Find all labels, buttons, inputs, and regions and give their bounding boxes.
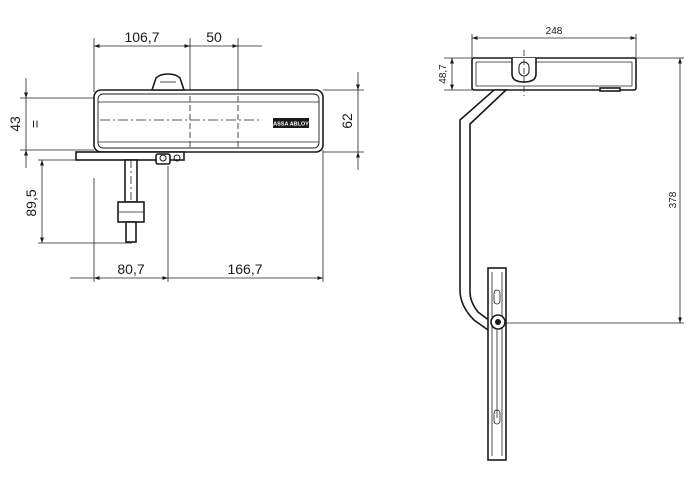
dim-width-left: 106,7 xyxy=(124,29,159,45)
dim-offset-right: 166,7 xyxy=(227,261,262,277)
spindle-end xyxy=(125,221,137,243)
svg-text:ASSA ABLOY: ASSA ABLOY xyxy=(273,122,309,128)
dim-width-right: 50 xyxy=(206,29,222,45)
dim-height-total: 378 xyxy=(668,191,679,208)
brand-logo xyxy=(273,118,309,128)
dim-offset-left: 80,7 xyxy=(117,261,144,277)
front-view: ASSA ABLOY 106,7 50 80,7 166,7 43 = 89,5… xyxy=(7,29,364,282)
closer-body-side xyxy=(471,57,637,91)
dim-height-left: 43 xyxy=(7,116,23,132)
dim-height-right: 62 xyxy=(339,113,355,129)
closer-body xyxy=(93,89,324,153)
side-view: 248 48,7 378 xyxy=(438,26,684,461)
dim-equal-mark: = xyxy=(27,120,43,128)
dim-arm-drop: 89,5 xyxy=(23,189,39,216)
dim-width-top: 248 xyxy=(546,26,563,37)
dim-height-body: 48,7 xyxy=(438,64,449,84)
